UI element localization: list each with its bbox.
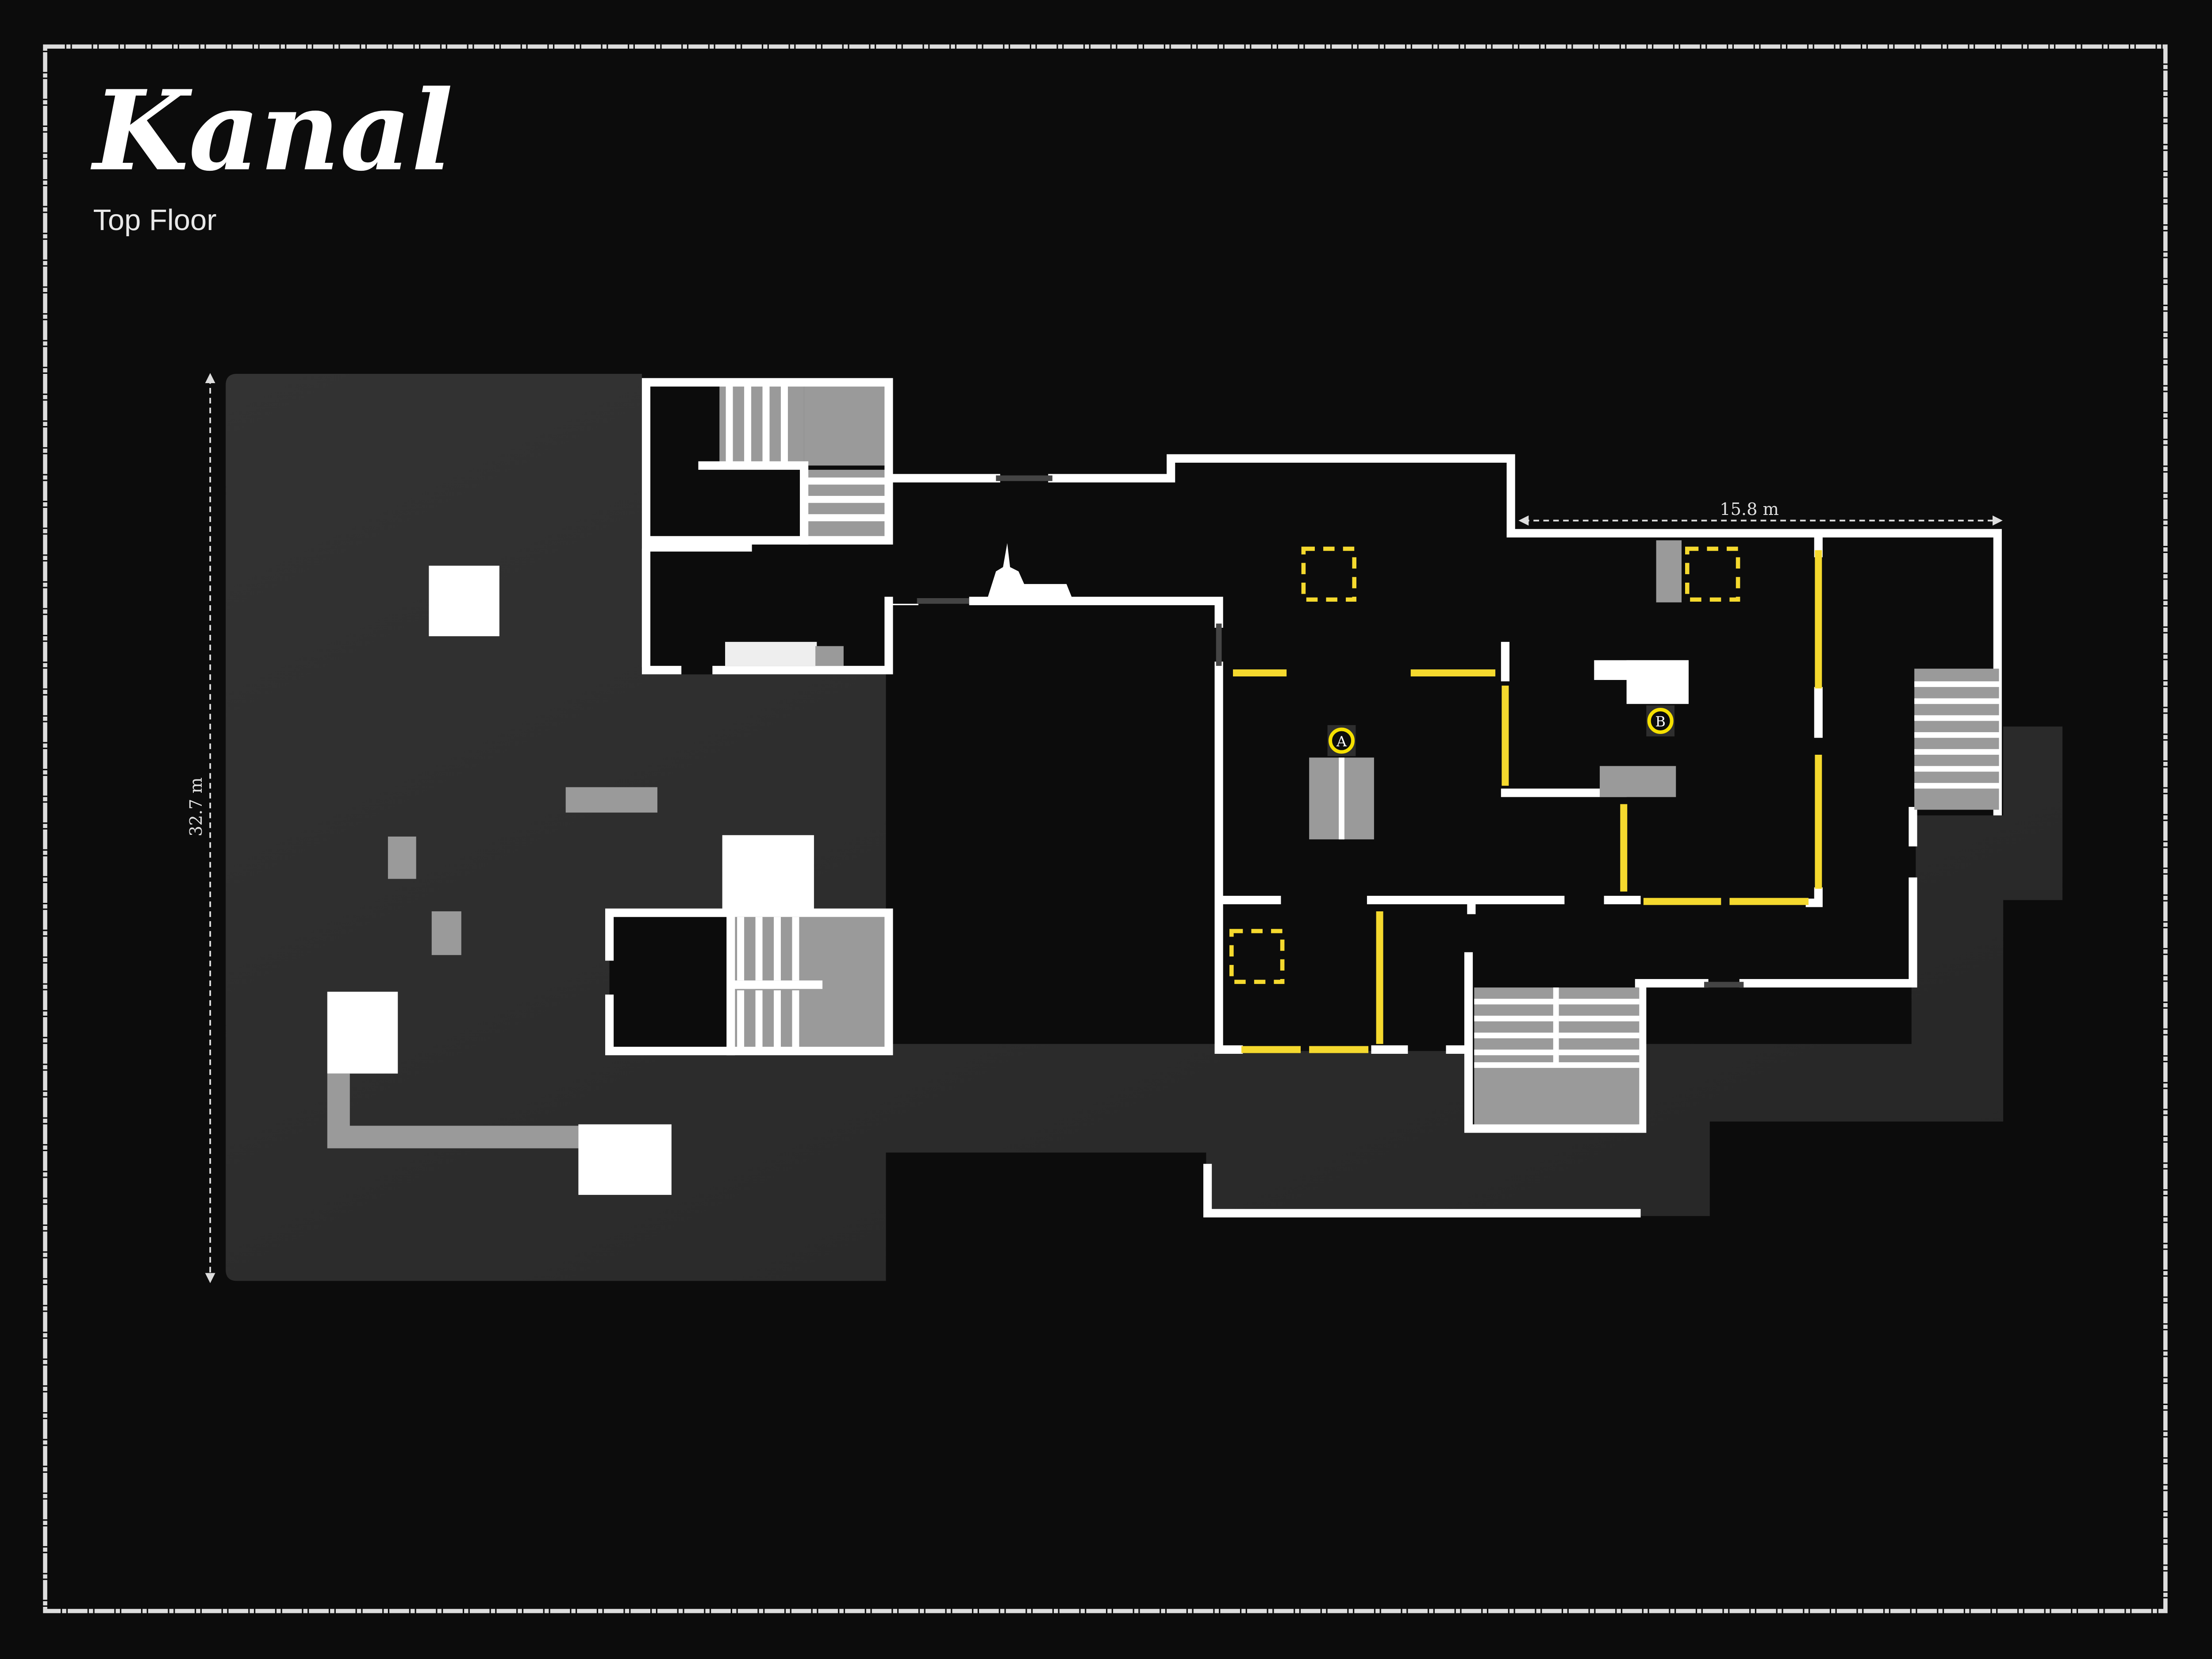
objective-b[interactable]: B — [1646, 705, 1675, 737]
floor-label: Top Floor — [93, 204, 216, 237]
bomb-site-zone — [1229, 929, 1285, 984]
height-label: 32.7 m — [186, 777, 206, 837]
container — [327, 991, 398, 1074]
stairs — [719, 384, 804, 466]
height-dimension: 32.7 m — [186, 373, 215, 1283]
objective-marker-icon — [1329, 727, 1355, 754]
map-title: Kanal — [90, 66, 453, 196]
objective-marker-icon — [1647, 707, 1674, 734]
reinforced-walls — [1233, 550, 1822, 1053]
objective-label: A — [1336, 733, 1347, 750]
objective-label: B — [1655, 713, 1665, 730]
building-northwest — [641, 378, 918, 675]
outdoor-props — [327, 565, 814, 1195]
objective-zones — [1229, 546, 1740, 984]
pipe — [327, 1073, 579, 1148]
crate — [431, 911, 461, 955]
container — [578, 1124, 672, 1195]
width-label: 15.8 m — [1720, 499, 1779, 519]
width-dimension: 15.8 m — [1518, 499, 2003, 526]
boat — [987, 543, 1072, 599]
crate — [565, 787, 657, 813]
bomb-site-zone — [1301, 546, 1357, 602]
objective-a[interactable]: A — [1327, 725, 1356, 757]
bomb-site-zone — [1685, 546, 1740, 602]
frame-border — [43, 44, 2168, 1613]
building-main-walls — [888, 454, 2002, 1217]
crate — [429, 565, 499, 637]
building-southwest — [605, 908, 893, 1056]
crate — [388, 836, 416, 879]
container — [722, 835, 814, 913]
